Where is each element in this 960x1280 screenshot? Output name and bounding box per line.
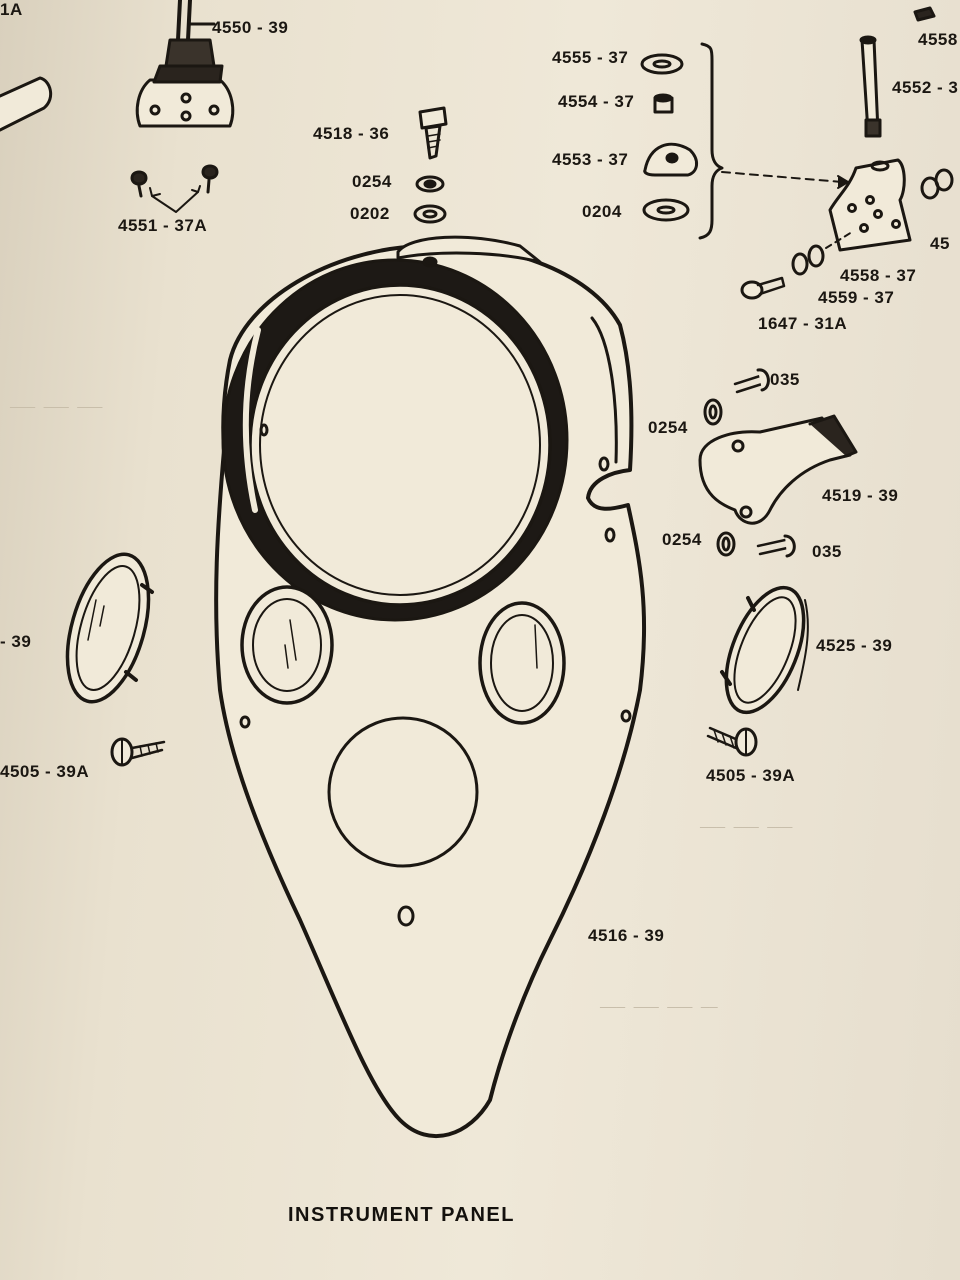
upper-left-bracket: [135, 0, 235, 128]
right-lens: [720, 585, 809, 715]
part-label: 1647 - 31A: [758, 314, 848, 333]
part-label: 0254: [648, 418, 688, 437]
part-label: 4553 - 37: [552, 150, 629, 169]
part-label: 0202: [350, 204, 390, 223]
mounting-hole: [604, 527, 616, 543]
part-label: 0254: [662, 530, 702, 549]
part-label: 035: [812, 542, 842, 561]
bleed-through-text: ——— ——— ———: [700, 820, 793, 836]
instrument-panel-housing: [214, 235, 647, 1138]
part-label: 035: [770, 370, 800, 389]
part-label: 4519 - 39: [822, 486, 899, 505]
clamp-screws: [703, 368, 796, 558]
hardware-stack: [640, 42, 724, 240]
part-label: 4554 - 37: [558, 92, 635, 111]
part-label: 4550 - 39: [212, 18, 289, 37]
mounting-hole: [422, 256, 438, 268]
right-small-gauge-opening: [478, 601, 566, 725]
part-label: 4551 - 37A: [118, 216, 208, 235]
part-label: 4505 - 39A: [706, 766, 796, 785]
left-lens: [65, 552, 154, 704]
mounting-hole: [620, 709, 632, 723]
mounting-hole: [239, 715, 251, 729]
part-label: - 39: [0, 632, 32, 651]
mounting-hole: [259, 423, 269, 437]
bleed-through-text: ——— ——— ——— ——: [600, 1000, 718, 1016]
large-gauge-opening: [221, 258, 569, 622]
mounting-hole: [598, 456, 610, 472]
bracket-screws: [130, 164, 219, 213]
part-label: 45: [930, 234, 950, 253]
part-label: 4518 - 36: [313, 124, 390, 143]
bleed-through-text: ——— ——— ———: [10, 400, 103, 416]
part-label: 1A: [0, 0, 23, 19]
clamp-plate: [698, 414, 858, 525]
part-label: 4555 - 37: [552, 48, 629, 67]
part-label: 4558 - 37: [840, 266, 917, 285]
part-label: 0254: [352, 172, 392, 191]
diagram-caption: INSTRUMENT PANEL: [288, 1204, 515, 1226]
upper-right-bracket: [828, 6, 954, 252]
part-label: 4558: [918, 30, 958, 49]
part-label: 0204: [582, 202, 622, 221]
mounting-hole: [397, 905, 415, 927]
lower-round-opening: [327, 716, 479, 868]
part-label: 4505 - 39A: [0, 762, 90, 781]
part-label: 4559 - 37: [818, 288, 895, 307]
part-label: 4516 - 39: [588, 926, 665, 945]
left-small-gauge-opening: [240, 585, 334, 705]
left-lens-screw: [110, 737, 166, 767]
assembly-arrow: [721, 171, 843, 183]
left-edge-part: [0, 76, 53, 132]
part-label: 4552 - 3: [892, 78, 959, 97]
bracket-washers: [740, 231, 853, 300]
right-lens-screw: [706, 726, 758, 757]
part-label: 4525 - 39: [816, 636, 893, 655]
bolt-stack: [413, 106, 448, 224]
